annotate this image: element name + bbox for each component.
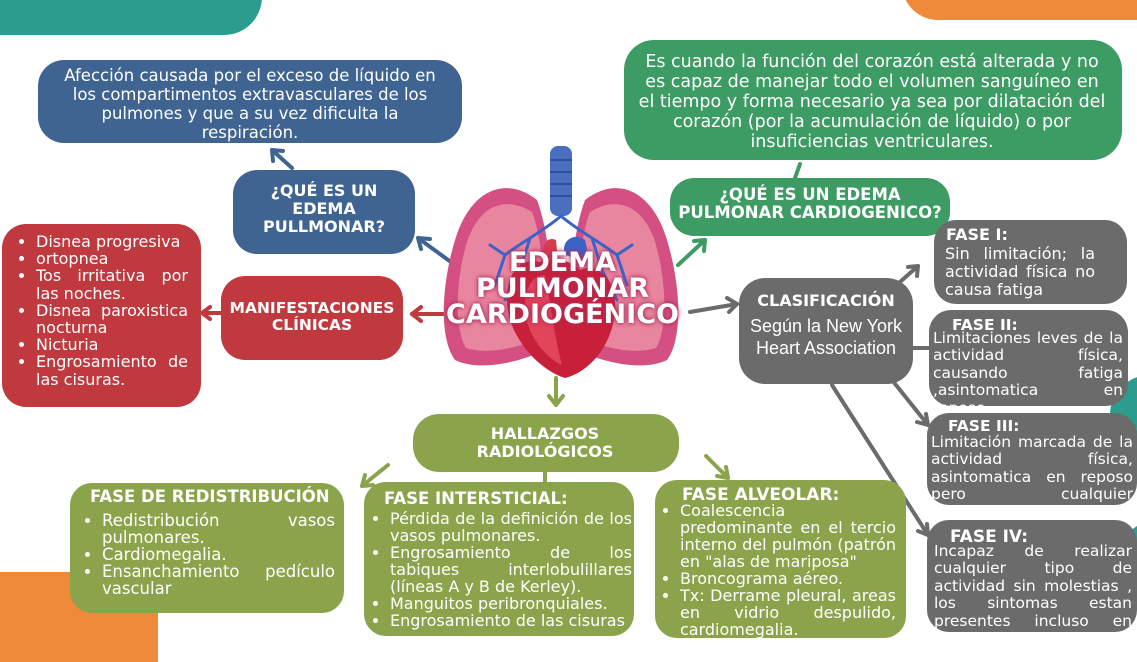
classification-title: CLASIFICACIÓN xyxy=(757,291,895,310)
center-title-line-2: PULMONAR xyxy=(475,273,650,304)
cardiogenic-question-box xyxy=(670,178,950,236)
interstitial-list: Pérdida de la definición de los vasos pu… xyxy=(368,510,632,629)
manifestation-item: Engrosamiento de las cisuras. xyxy=(36,353,188,388)
arrow-center-to-classification xyxy=(688,302,739,314)
fase-2-title: FASE II: xyxy=(952,316,1018,334)
interstitial-item: Engrosamiento de los tabiques interlobul… xyxy=(390,544,632,595)
manifestations-list-box xyxy=(2,224,201,407)
connector-arrows xyxy=(200,148,932,537)
alveolar-item: Broncograma aéreo. xyxy=(680,570,896,587)
interstitial-title: FASE INTERSTICIAL: xyxy=(384,489,568,508)
manifestation-item: Tos irritativa por las noches. xyxy=(36,267,188,302)
fase-3-title: FASE III: xyxy=(948,417,1020,435)
radiology-box xyxy=(413,414,679,472)
classification-box xyxy=(739,278,913,384)
fase-4-title: FASE IV: xyxy=(950,527,1029,547)
manifestations-list: Disnea progresiva ortopnea Tos irritativ… xyxy=(14,233,188,388)
fase-4-text: Incapaz de realizar cualquier tipo de ac… xyxy=(934,542,1132,648)
manifestation-item: Disnea paroxistica nocturna xyxy=(36,302,188,337)
cardiogenic-definition-box xyxy=(624,40,1122,160)
arrow-center-to-cardiogenic-question xyxy=(676,238,707,267)
arrow-to-fase-4 xyxy=(830,383,930,537)
arrow-question-to-definition xyxy=(270,148,294,170)
alveolar-item: Coalescencia predominante en el tercio i… xyxy=(680,502,896,570)
radiology-title: HALLAZGOS RADIOLÓGICOS xyxy=(476,424,614,461)
definition-box xyxy=(38,60,462,143)
definition-text: Afección causada por el exceso de líquid… xyxy=(64,66,436,142)
center-title-line-3: CARDIOGÉNICO xyxy=(446,299,679,330)
classification-subtitle: Según la New York Heart Association xyxy=(749,316,903,358)
manifestation-item: Disnea progresiva xyxy=(36,233,188,250)
redistribution-list: Redistribución vasos pulmonares. Cardiom… xyxy=(80,512,335,597)
fase-3-box xyxy=(927,413,1137,505)
manifestations-title: MANIFESTACIONES CLÍNICAS xyxy=(229,299,395,334)
arrow-radiology-to-alveolar xyxy=(704,454,730,480)
redistribution-box xyxy=(70,483,344,613)
center-title: EDEMA PULMONAR CARDIOGÉNICO xyxy=(440,247,685,330)
fase-4-box xyxy=(927,520,1137,632)
fase-2-box xyxy=(929,310,1128,406)
fase-2-text: Limitaciones leves de la actividad físic… xyxy=(933,329,1123,417)
redistribution-title: FASE DE REDISTRIBUCIÓN xyxy=(90,487,330,506)
corner-decoration-orange-top-right xyxy=(902,0,1137,20)
interstitial-item: Pérdida de la definición de los vasos pu… xyxy=(390,510,632,544)
redistribution-item: Ensanchamiento pedículo vascular xyxy=(102,563,335,597)
interstitial-item: Engrosamiento de las cisuras xyxy=(390,612,632,629)
arrow-radiology-to-redistribution xyxy=(360,463,390,488)
arrow-to-fase-3 xyxy=(890,378,930,427)
definition-question: ¿QUÉ ES UN EDEMA PULLMONAR? xyxy=(262,181,385,236)
alveolar-box xyxy=(655,480,906,638)
alveolar-title: FASE ALVEOLAR: xyxy=(682,485,840,505)
fase-3-text: Limitación marcada de la actividad físic… xyxy=(931,433,1133,538)
manifestation-item: ortopnea xyxy=(36,250,188,267)
manifestation-item: Nicturia xyxy=(36,336,188,353)
fase-1-box xyxy=(934,220,1127,304)
redistribution-item: Redistribución vasos pulmonares. xyxy=(102,512,335,546)
cardiogenic-question: ¿QUÉ ES UN EDEMA PULMONAR CARDIOGENICO? xyxy=(678,185,942,222)
center-title-line-1: EDEMA xyxy=(508,247,617,278)
definition-question-box xyxy=(233,170,415,254)
arrow-question-to-cardiogenic-definition xyxy=(793,162,802,180)
interstitial-box xyxy=(364,482,634,636)
corner-decoration-teal-top-left xyxy=(0,0,262,35)
fase-1-text: Sin limitación; la actividad física no c… xyxy=(945,244,1095,299)
alveolar-item: Tx: Derrame pleural, areas en vidrio des… xyxy=(680,587,896,638)
arrow-center-to-definition-question xyxy=(416,236,457,267)
arrow-to-fase-1 xyxy=(898,264,920,284)
lungs-heart-illustration xyxy=(443,146,679,378)
fase-1-title: FASE I: xyxy=(946,225,1008,244)
alveolar-list: Coalescencia predominante en el tercio i… xyxy=(658,502,896,638)
redistribution-item: Cardiomegalia. xyxy=(102,546,335,563)
cardiogenic-definition-text: Es cuando la función del corazón está al… xyxy=(638,52,1106,152)
trachea xyxy=(550,146,572,216)
manifestations-box xyxy=(221,276,403,360)
interstitial-item: Manguitos peribronquiales. xyxy=(390,595,632,612)
